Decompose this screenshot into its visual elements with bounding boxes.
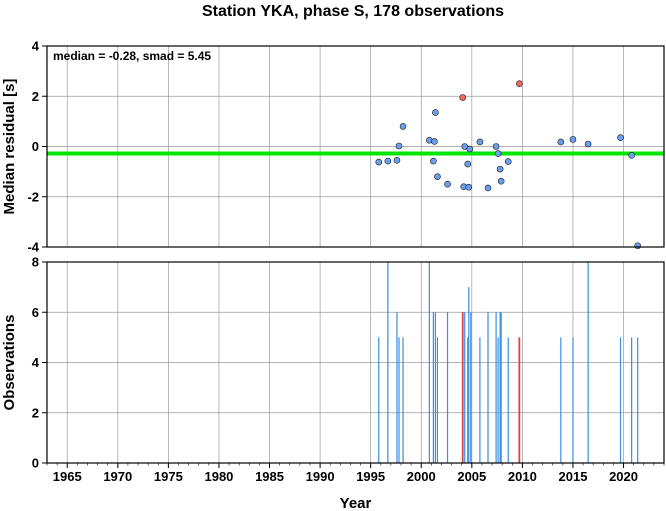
year-x-axis-label: Year xyxy=(340,495,372,511)
observations-y-tick-label: 2 xyxy=(32,405,39,420)
residual-y-tick-label: 0 xyxy=(32,139,39,154)
residual-point xyxy=(434,173,441,180)
observations-panel: 0 2 4 6 8 1965 1970 1975 1980 1985 1990 1995 2000 20… xyxy=(1,255,665,511)
year-x-tick-label: 2010 xyxy=(508,469,537,484)
residual-point xyxy=(432,109,439,116)
observations-y-tick-label: 6 xyxy=(32,305,39,320)
year-x-tick-label: 1975 xyxy=(154,469,183,484)
year-x-tick-label: 1980 xyxy=(204,469,233,484)
year-x-tick-label: 2005 xyxy=(457,469,486,484)
stats-annotation: median = -0.28, smad = 5.45 xyxy=(53,49,211,63)
year-x-tick-label: 1965 xyxy=(53,469,82,484)
year-x-tick-label: 1970 xyxy=(103,469,132,484)
residual-point xyxy=(430,157,437,165)
residual-point xyxy=(484,184,492,192)
residual-point xyxy=(465,183,473,191)
residual-point xyxy=(492,143,500,150)
residual-point xyxy=(399,123,407,130)
residual-point xyxy=(393,157,401,164)
residual-point xyxy=(494,150,502,157)
residual-point xyxy=(504,158,512,165)
residual-point xyxy=(557,138,565,146)
residual-point xyxy=(395,142,403,150)
residual-point-highlight xyxy=(516,80,523,87)
residual-y-axis-label: Median residual [s] xyxy=(1,79,18,215)
observations-y-tick-label: 0 xyxy=(32,456,39,471)
residual-panel: -4 -2 0 2 4 median = -0.28, smad = 5.45 Medi… xyxy=(1,39,665,255)
observation-bars xyxy=(378,262,639,463)
residual-point xyxy=(375,158,383,166)
residual-y-tick-label: -2 xyxy=(27,189,39,204)
residual-point xyxy=(476,138,484,146)
residual-point xyxy=(497,177,505,185)
residual-point xyxy=(466,145,474,153)
observations-grid xyxy=(47,261,664,464)
observations-y-axis-label: Observations xyxy=(1,315,18,411)
residual-y-ticks: -4 -2 0 2 4 xyxy=(27,39,47,255)
residual-point xyxy=(569,136,577,143)
residual-point xyxy=(496,165,504,173)
year-x-ticks: 1965 1970 1975 1980 1985 1990 1995 2000 2005 2010… xyxy=(46,463,665,484)
residual-point xyxy=(384,157,392,165)
observations-y-tick-label: 4 xyxy=(32,355,40,370)
residual-point xyxy=(584,140,592,148)
residual-point xyxy=(628,151,635,159)
observations-y-ticks: 0 2 4 6 8 xyxy=(32,255,47,471)
year-x-tick-label: 2000 xyxy=(407,469,436,484)
residual-point-highlight xyxy=(459,94,467,101)
residual-grid xyxy=(47,45,664,248)
residual-y-tick-label: -4 xyxy=(27,240,39,255)
year-x-tick-label: 2020 xyxy=(609,469,638,484)
residual-point xyxy=(464,160,472,168)
year-x-tick-label: 1985 xyxy=(255,469,284,484)
residual-point xyxy=(634,242,642,250)
year-x-tick-label: 1995 xyxy=(356,469,385,484)
residual-y-tick-label: 4 xyxy=(32,39,40,54)
chart-title: Station YKA, phase S, 178 observations xyxy=(202,3,504,20)
residual-point xyxy=(444,180,451,188)
residual-point xyxy=(617,134,624,142)
residual-point xyxy=(431,138,438,145)
residual-points xyxy=(375,80,642,250)
observations-y-tick-label: 8 xyxy=(32,255,39,270)
year-x-tick-label: 1990 xyxy=(306,469,335,484)
year-x-tick-label: 2015 xyxy=(559,469,588,484)
residual-y-tick-label: 2 xyxy=(32,89,39,104)
